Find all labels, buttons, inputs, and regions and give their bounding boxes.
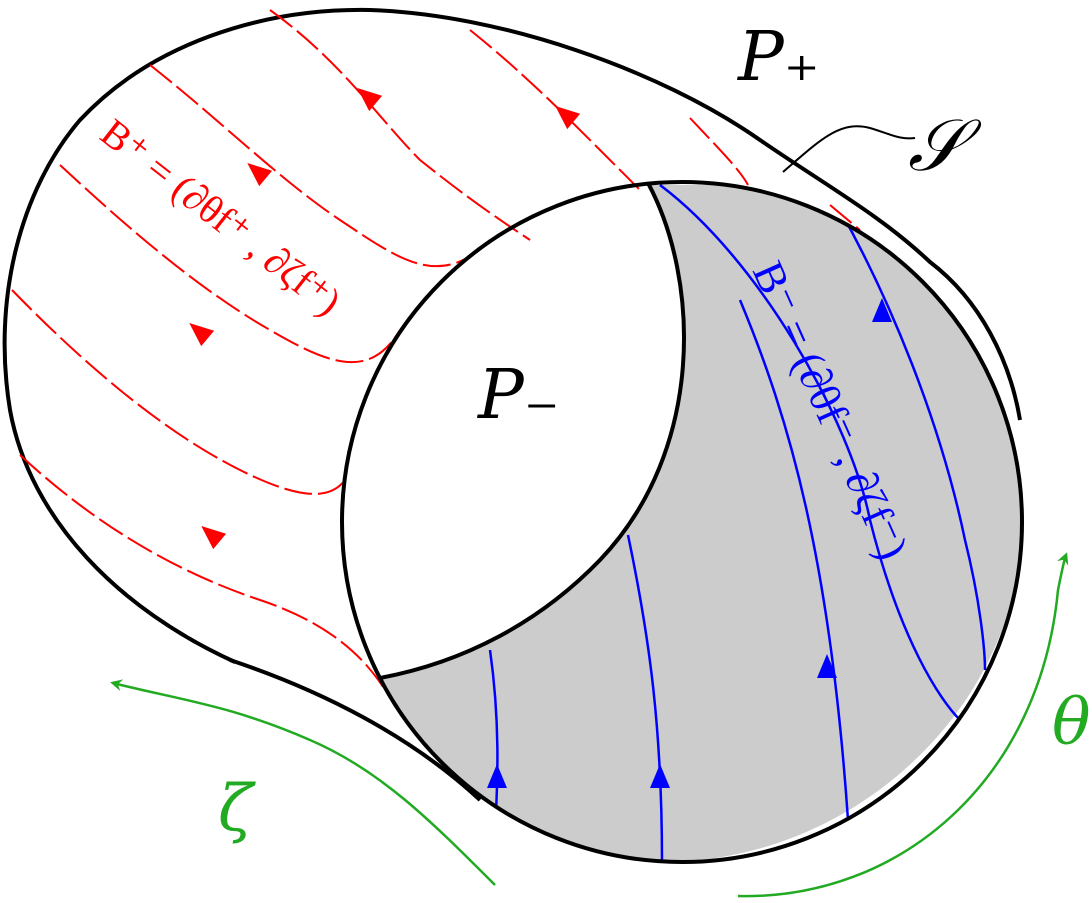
zeta-arrow xyxy=(110,679,496,886)
b-minus-field-line xyxy=(738,299,850,821)
b-plus-arrowhead-icon xyxy=(201,526,227,550)
b-plus-field-lines xyxy=(11,9,861,691)
label-p-plus: P₊ xyxy=(736,18,820,97)
b-plus-field-line xyxy=(149,64,491,268)
shaded-region xyxy=(380,185,1022,862)
b-plus-field-line xyxy=(689,117,749,186)
inner-boundary-curve xyxy=(379,182,686,680)
cross-section-circle xyxy=(340,180,1024,864)
b-minus-arrowhead-icon xyxy=(650,764,670,788)
b-minus-field-line xyxy=(838,209,987,671)
b-plus-arrowhead-icon xyxy=(189,323,215,347)
outer-surface-outline xyxy=(2,7,1022,664)
b-plus-field-line xyxy=(19,454,386,691)
b-plus-field-line xyxy=(269,9,531,241)
label-p-minus: P₋ xyxy=(476,356,560,435)
b-plus-arrowheads xyxy=(189,88,581,550)
label-theta: θ xyxy=(1052,686,1091,760)
outer-surface-lower-outline xyxy=(229,658,482,802)
b-minus-arrowheads xyxy=(487,298,892,788)
b-minus-arrowhead-icon xyxy=(872,298,892,322)
theta-arrow xyxy=(737,552,1069,898)
label-surface: 𝒮 xyxy=(908,103,982,187)
b-plus-field-line xyxy=(469,29,641,191)
b-minus-field-line xyxy=(626,534,664,862)
label-b-plus: B⁺ = (∂θf⁺ , ∂ζf⁺) xyxy=(92,110,349,325)
b-minus-arrowhead-icon xyxy=(487,764,507,788)
b-plus-arrowhead-icon xyxy=(247,163,273,187)
b-plus-field-line xyxy=(59,164,401,364)
b-plus-arrowhead-icon xyxy=(555,106,581,130)
b-plus-arrowhead-icon xyxy=(357,88,383,112)
surface-pointer-line xyxy=(782,125,916,173)
b-plus-field-line xyxy=(829,204,861,231)
b-minus-arrowhead-icon xyxy=(817,654,837,678)
b-minus-field-line xyxy=(659,184,961,721)
b-plus-field-line xyxy=(11,289,346,495)
label-zeta: ζ xyxy=(218,772,256,846)
